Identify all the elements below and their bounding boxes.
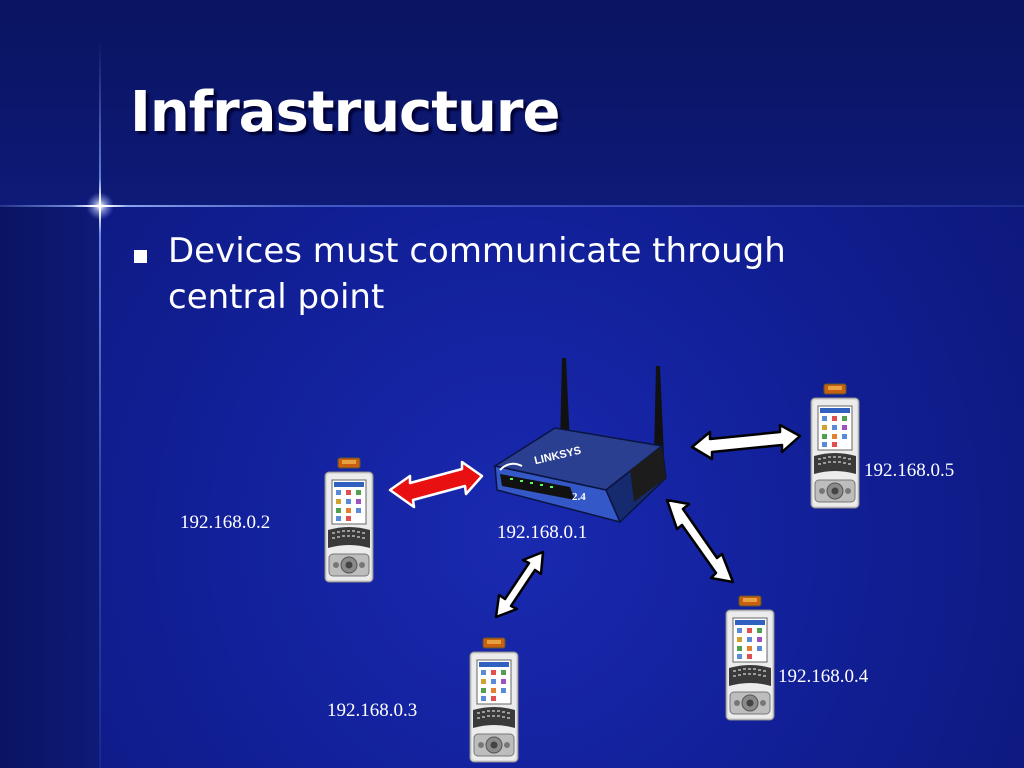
ip-label-pda-2: 192.168.0.2 bbox=[180, 512, 271, 533]
ip-label-router: 192.168.0.1 bbox=[497, 522, 588, 543]
decor-horizontal-line bbox=[0, 205, 1024, 207]
left-band bbox=[0, 206, 100, 768]
sparkle-icon bbox=[72, 178, 128, 234]
ip-label-pda-4: 192.168.0.4 bbox=[778, 666, 869, 687]
pda-device-3 bbox=[469, 637, 519, 763]
link-arrow-pda-5 bbox=[690, 423, 802, 461]
link-arrow-pda-3 bbox=[494, 550, 545, 619]
pda-device-2 bbox=[324, 457, 374, 583]
link-arrow-pda-2 bbox=[388, 460, 484, 509]
router-icon: LINKSYS 2.4 bbox=[493, 358, 667, 524]
router-badge: 2.4 bbox=[572, 491, 586, 503]
bullet-text: Devices must communicate through central… bbox=[168, 231, 786, 317]
bullet-marker bbox=[134, 250, 147, 263]
decor-vertical-line bbox=[99, 40, 101, 768]
ip-label-pda-5: 192.168.0.5 bbox=[864, 460, 955, 481]
pda-device-5 bbox=[810, 383, 860, 509]
ip-label-pda-3: 192.168.0.3 bbox=[327, 700, 418, 721]
link-arrow-pda-4 bbox=[665, 498, 735, 584]
header-band bbox=[0, 0, 1024, 206]
pda-device-4 bbox=[725, 595, 775, 721]
slide-title: Infrastructure bbox=[130, 80, 560, 145]
